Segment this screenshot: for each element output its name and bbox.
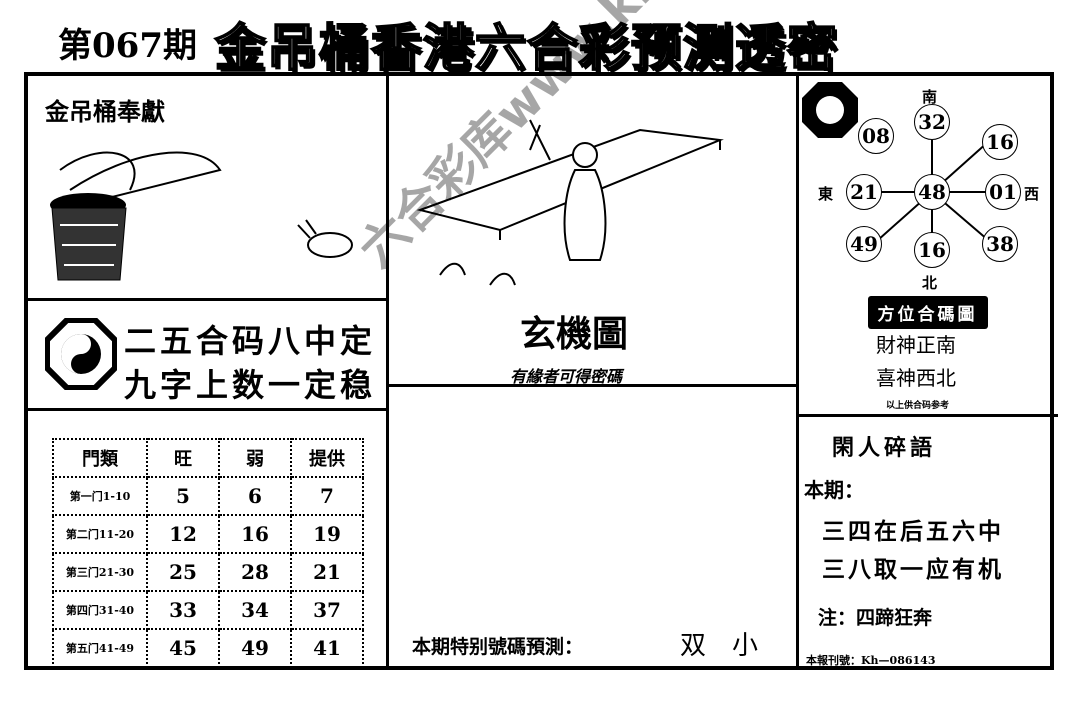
- compass-ne: 16: [982, 124, 1018, 160]
- compass-w: 21: [846, 174, 882, 210]
- chat-line-1: 三四在后五六中: [822, 518, 1004, 545]
- bagua-icon: [802, 82, 858, 138]
- gate-table: 門類 旺 弱 提供 第一门1-10 5 6 7 第二门11-20 12 16 1…: [52, 438, 364, 668]
- direction-title: 方位合碼圖: [867, 295, 988, 329]
- picture-title: 玄機圖: [520, 313, 629, 355]
- compass-e: 01: [985, 174, 1021, 210]
- chat-line-2: 三八取一应有机: [822, 556, 1004, 583]
- god-of-wealth: 財神正南: [876, 333, 956, 357]
- content-frame: [24, 72, 1058, 670]
- table-header: 提供: [290, 438, 364, 478]
- table-row: 第四门31-40 33 34 37: [52, 590, 364, 630]
- table-header: 弱: [218, 438, 292, 478]
- this-issue-label: 本期：: [804, 478, 864, 502]
- south-label: 南: [922, 88, 938, 106]
- divider: [28, 408, 386, 411]
- divider: [386, 76, 389, 666]
- table-row: 第二门11-20 12 16 19: [52, 514, 364, 554]
- compass-center: 48: [914, 174, 950, 210]
- table-row: 第一门1-10 5 6 7: [52, 476, 364, 516]
- compass-s: 16: [914, 232, 950, 268]
- compass-sw: 49: [846, 226, 882, 262]
- bucket-illustration: [50, 151, 353, 281]
- east-label: 東: [818, 185, 834, 203]
- table-row: 第三门21-30 25 28 21: [52, 552, 364, 592]
- reference-note: 以上供合码参考: [886, 401, 950, 411]
- west-label: 西: [1024, 185, 1040, 203]
- page-title: 金吊桶香港六合彩预测透密: [214, 18, 839, 78]
- direction-banner: 方位合碼圖: [805, 295, 1050, 329]
- divider: [796, 76, 799, 666]
- special-number-label: 本期特别號碼預測：: [412, 636, 584, 658]
- hint-text: 注：四蹄狂奔: [818, 607, 933, 629]
- table-row: 第五门41-49 45 49 41: [52, 628, 364, 668]
- table-header: 門類: [52, 438, 148, 478]
- divider: [28, 298, 386, 301]
- publication-code: 本報刊號：Kh—086143: [806, 654, 936, 667]
- picture-subtitle: 有緣者可得密碼: [510, 367, 623, 386]
- north-label: 北: [922, 274, 938, 292]
- bagua-icon: [45, 318, 117, 390]
- tribute-label: 金吊桶奉獻: [45, 98, 165, 126]
- divider: [386, 384, 796, 387]
- table-header: 旺: [146, 438, 220, 478]
- mystery-picture: [416, 119, 724, 286]
- god-of-joy: 喜神西北: [876, 366, 956, 390]
- compass-nw: 08: [858, 118, 894, 154]
- special-number-value: 双 小: [680, 631, 759, 661]
- compass-n: 32: [914, 104, 950, 140]
- divider: [796, 414, 1058, 417]
- issue-number: 第067期: [58, 26, 197, 66]
- chat-title: 閑人碎語: [832, 435, 937, 461]
- verse-line-1: 二五合码八中定: [124, 322, 377, 360]
- compass-se: 38: [982, 226, 1018, 262]
- verse-line-2: 九字上数一定稳: [124, 366, 377, 404]
